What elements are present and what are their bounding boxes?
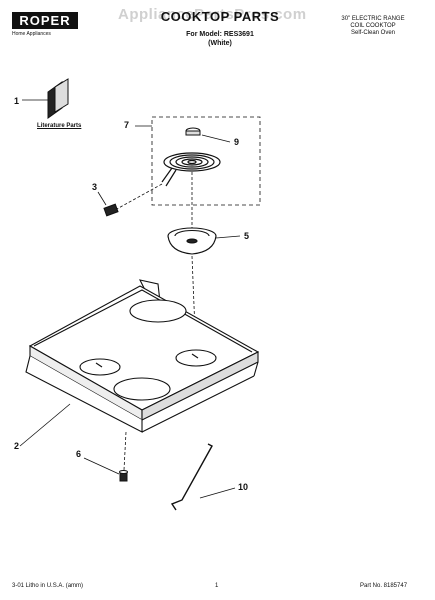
watermark: AppliancePartsPros.com [118,6,307,23]
callout-6: 6 [76,449,82,459]
callout-9: 9 [234,137,240,147]
footer-part-no: Part No. 8185747 [360,583,408,589]
drip-bowl [167,227,217,255]
callout-10: 10 [238,482,249,492]
brand-name: ROPER [12,12,78,29]
leader-10 [199,487,236,499]
callout-2: 2 [14,441,20,451]
leader-9 [201,134,231,143]
callout-7: 7 [124,120,130,130]
literature-label: Literature Parts [37,123,82,129]
desc-line-2: COIL COOKTOP [350,23,396,29]
leader-2 [19,403,71,447]
element-cap [185,127,201,136]
model-line: For Model: RES3691 [186,31,254,38]
literature-booklet [47,78,69,119]
leader-5 [215,235,241,239]
color-line: (White) [208,40,232,47]
callout-3: 3 [92,182,98,192]
terminal-block [103,203,119,217]
support-rod [170,443,213,511]
desc-line-1: 30" ELECTRIC RANGE [341,16,405,22]
callout-1: 1 [14,96,20,106]
surface-element [161,152,221,187]
model-info: For Model: RES3691 (White) [120,30,320,48]
assembly-box [151,116,261,206]
screw [119,470,128,482]
page-title: COOKTOP PARTS [160,9,280,24]
dashed-lead [114,183,163,211]
leader-3 [97,191,107,206]
brand-subtitle: Home Appliances [12,31,51,37]
product-description: 30" ELECTRIC RANGE COIL COOKTOP Self-Cle… [318,16,428,37]
brand-logo: ROPER Home Appliances [12,12,78,37]
leader-6 [83,457,120,475]
cooktop-panel [25,279,260,433]
footer-litho: 3-01 Litho in U.S.A. (amm) [12,583,84,589]
desc-line-3: Self-Clean Oven [350,30,396,36]
dashed-screw [123,431,127,471]
footer-page: 1 [215,583,219,589]
callout-5: 5 [244,231,250,241]
